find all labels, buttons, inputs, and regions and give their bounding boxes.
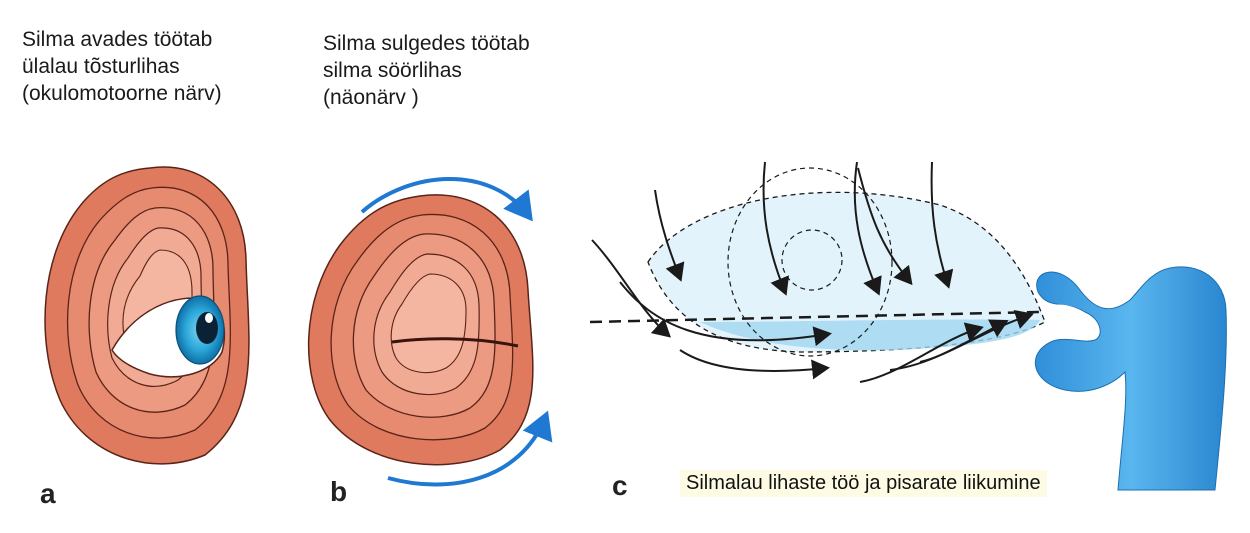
tear-arrow-8 bbox=[679, 349, 830, 380]
panel-b-closing-eye bbox=[307, 177, 553, 487]
figure-caption: Silmalau lihaste töö ja pisarate liikumi… bbox=[680, 470, 1047, 497]
caption-b-line-3: (näonärv ) bbox=[323, 86, 419, 109]
tear-arrow-11 bbox=[919, 309, 1034, 363]
panel-label-c: c bbox=[612, 470, 628, 501]
panel-label-a: a bbox=[40, 478, 56, 509]
caption-a-line-1: Silma avades töötab bbox=[22, 28, 213, 51]
tear-lake bbox=[700, 319, 1040, 351]
eye-highlight bbox=[205, 313, 213, 323]
caption-a-line-3: (okulomotoorne närv) bbox=[22, 82, 222, 105]
tear-arrow-4 bbox=[857, 167, 913, 286]
arc-arrow-top bbox=[360, 177, 533, 222]
iris-outline-dashed bbox=[727, 167, 893, 357]
tear-arrow-9 bbox=[859, 322, 984, 383]
closed-lid-line bbox=[391, 337, 519, 348]
tear-arrow-7 bbox=[619, 281, 832, 347]
panel-label-b: b bbox=[330, 476, 348, 507]
pupil-outline-dashed bbox=[781, 229, 843, 291]
tear-arrow-5 bbox=[930, 161, 954, 289]
tear-arrow-3 bbox=[853, 161, 882, 296]
punctum-opening bbox=[1045, 304, 1091, 323]
tear-arrow-2 bbox=[762, 161, 790, 296]
panel-a-open-eye bbox=[44, 166, 250, 465]
caption-b-line-1: Silma sulgedes töötab bbox=[323, 32, 530, 55]
panel-c-tear-flow bbox=[589, 161, 1227, 491]
lacrimal-duct bbox=[1034, 266, 1227, 491]
caption-panel-a: Silma avades töötab ülalau tõsturlihas (… bbox=[22, 26, 222, 107]
muscle-ring-b-4 bbox=[390, 273, 467, 374]
caption-b-line-2: silma söörlihas bbox=[323, 59, 462, 82]
caption-panel-b: Silma sulgedes töötab silma söörlihas (n… bbox=[323, 30, 530, 111]
tear-arrow-1 bbox=[654, 189, 685, 282]
eye-outline-dashed bbox=[647, 191, 1046, 353]
caption-a-line-2: ülalau tõsturlihas bbox=[22, 55, 180, 78]
arc-arrow-bottom bbox=[387, 410, 553, 487]
tear-arrow-6 bbox=[591, 239, 671, 338]
